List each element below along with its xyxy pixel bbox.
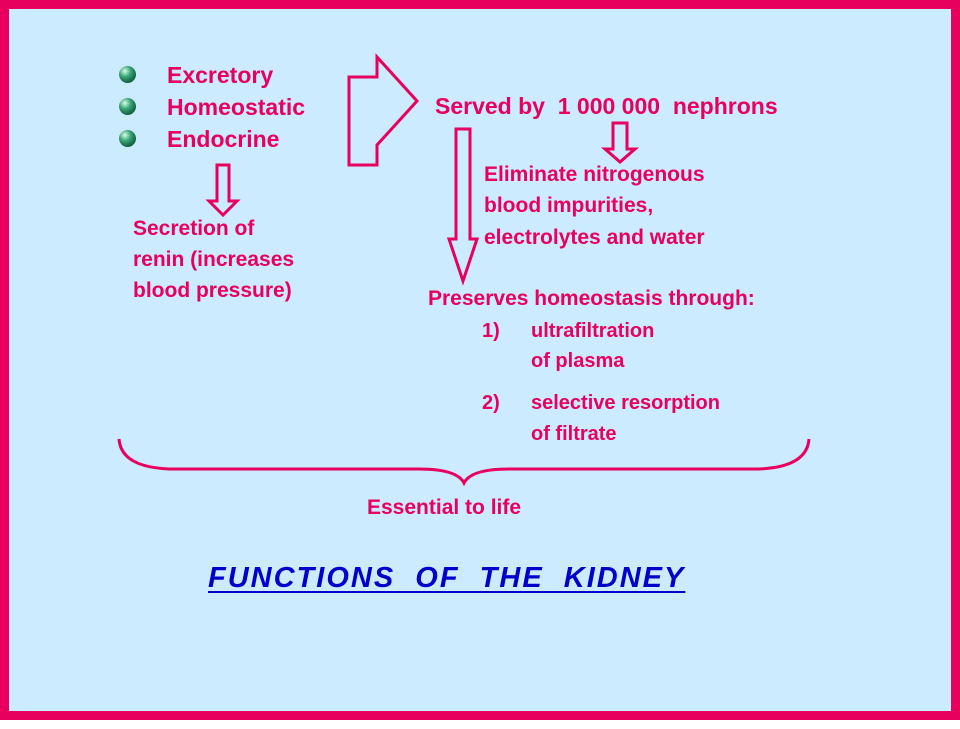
text-line: blood pressure)	[133, 279, 292, 302]
curly-brace	[117, 438, 811, 487]
bullet-sphere-icon	[119, 130, 136, 147]
right-arrow-icon	[347, 53, 420, 167]
text-line: Secretion of	[133, 217, 255, 240]
text-line: of filtrate	[531, 423, 617, 445]
item-number: 2)	[482, 392, 500, 414]
diagram-arrows	[117, 53, 811, 487]
item-number: 1)	[482, 320, 500, 342]
text-line: ultrafiltration	[531, 320, 655, 342]
homeostasis-heading: Preserves homeostasis through:	[428, 287, 755, 310]
text-line: electrolytes and water	[484, 226, 705, 249]
text-line: blood impurities,	[484, 194, 654, 217]
down-arrow-icon	[205, 163, 241, 218]
function-label: Excretory	[167, 62, 274, 88]
text-line: of plasma	[531, 350, 625, 372]
bullet-sphere-icon	[119, 66, 136, 83]
nephrons-text: Served by 1 000 000 nephrons	[435, 93, 778, 119]
down-arrow-icon	[600, 121, 640, 164]
slide-title: FUNCTIONS OF THE KIDNEY	[208, 562, 686, 594]
text-line: Eliminate nitrogenous	[484, 163, 705, 186]
function-label: Endocrine	[167, 126, 280, 152]
long-down-arrow-icon	[446, 127, 480, 286]
conclusion-text: Essential to life	[367, 496, 522, 519]
text-line: renin (increases	[133, 248, 295, 271]
function-label: Homeostatic	[167, 94, 306, 120]
text-line: selective resorption	[531, 392, 720, 414]
bullet-sphere-icon	[119, 98, 136, 115]
